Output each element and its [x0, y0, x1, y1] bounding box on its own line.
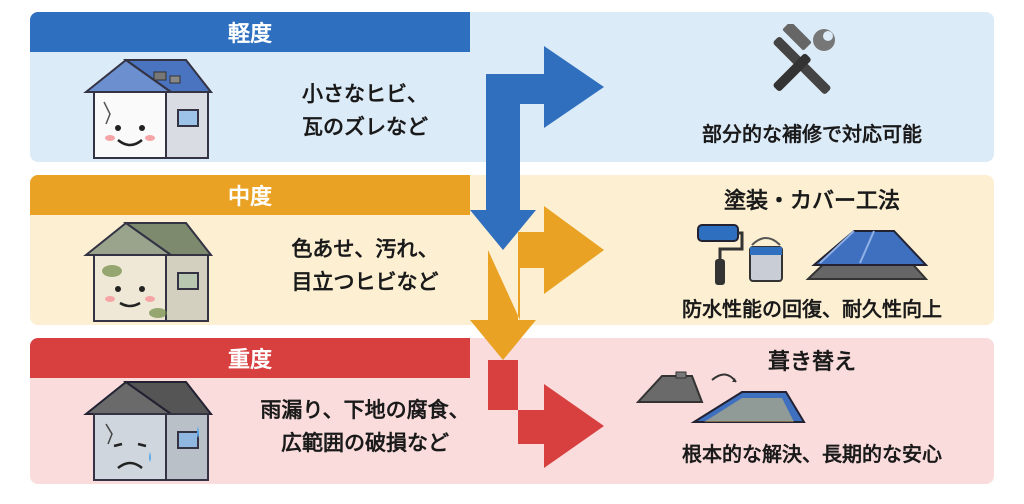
happy-house-icon	[83, 58, 214, 159]
level-tag-severe: 重度	[30, 338, 470, 378]
arrow-moderate	[488, 206, 604, 320]
condition-line: 目立つヒビなど	[291, 270, 439, 294]
condition-text-mild: 小さなヒビ、 瓦のズレなど	[260, 78, 470, 144]
arrow-moderate-down	[470, 320, 536, 360]
paint-roller-icon	[697, 224, 744, 285]
condition-line: 小さなヒビ、	[302, 82, 428, 106]
condition-line: 広範囲の破損など	[281, 431, 449, 455]
condition-text-severe: 雨漏り、下地の腐食、 広範囲の破損など	[260, 394, 470, 460]
cover-roof-icon	[805, 230, 929, 280]
roof-replacement-icon	[636, 371, 806, 423]
arrow-mild-down	[470, 210, 536, 250]
tools-icon	[773, 24, 835, 94]
result-text-mild: 部分的な補修で対応可能	[702, 122, 922, 146]
level-tag-moderate: 中度	[30, 175, 470, 215]
arrow-severe	[488, 360, 604, 468]
method-title-severe: 葺き替え	[767, 350, 856, 375]
condition-line: 瓦のズレなど	[302, 115, 428, 139]
level-row-severe: 重度 雨漏り、下地の腐食、 広範囲の破損など 葺き替え 根本的な解決、長期的な安…	[30, 338, 994, 484]
condition-line: 雨漏り、下地の腐食、	[260, 398, 470, 422]
paint-can-icon	[749, 237, 783, 282]
method-title-moderate: 塗装・カバー工法	[723, 189, 900, 214]
condition-line: 色あせ、汚れ、	[291, 237, 439, 261]
condition-text-moderate: 色あせ、汚れ、 目立つヒビなど	[260, 233, 470, 299]
worn-house-icon	[83, 221, 214, 322]
level-tag-mild: 軽度	[30, 12, 470, 52]
damaged-house-icon	[83, 380, 214, 481]
result-text-moderate: 防水性能の回復、耐久性向上	[682, 297, 942, 321]
result-text-severe: 根本的な解決、長期的な安心	[682, 442, 942, 466]
arrow-mild	[486, 46, 604, 210]
level-row-mild: 軽度 小さなヒビ、 瓦のズレなど 部分的な補修で対応可能	[30, 12, 994, 162]
